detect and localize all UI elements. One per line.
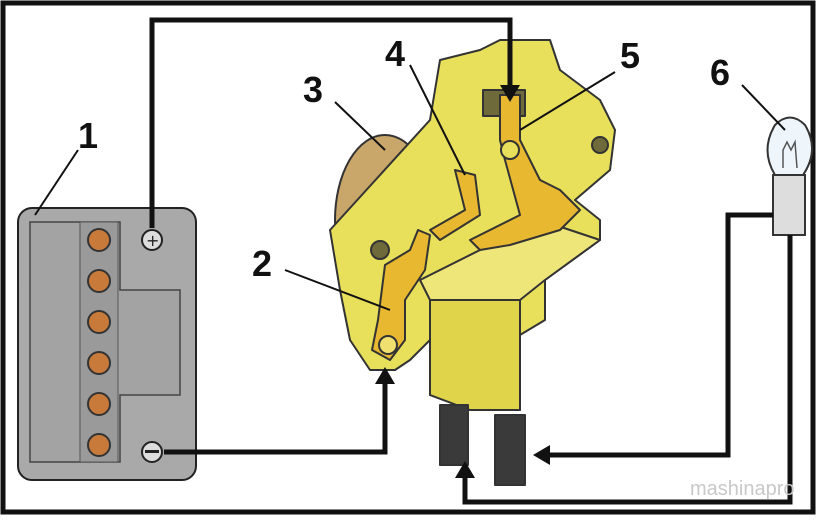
positive-terminal-icon: [141, 229, 163, 251]
frame: [0, 0, 816, 515]
svg-text:+: +: [146, 231, 159, 250]
warning-lamp: [766, 116, 813, 236]
leader-lines: [34, 64, 786, 311]
battery-cell-caps: [87, 228, 111, 457]
cell-cap-icon: [87, 269, 111, 293]
voltage-regulator: [329, 39, 616, 486]
cell-cap-icon: [87, 351, 111, 375]
cell-cap-icon: [87, 392, 111, 416]
label-3: 3: [303, 69, 323, 110]
wires: [149, 17, 793, 505]
label-2: 2: [252, 243, 272, 284]
battery: +: [17, 207, 197, 481]
cell-cap-icon: [87, 310, 111, 334]
watermark: mashinapro: [690, 478, 795, 500]
label-5: 5: [620, 35, 640, 76]
cell-cap-icon: [87, 228, 111, 252]
arrow-icons: [375, 85, 550, 478]
label-6: 6: [710, 52, 730, 93]
label-1: 1: [78, 115, 98, 156]
label-4: 4: [385, 33, 405, 74]
cell-cap-icon: [87, 433, 111, 457]
